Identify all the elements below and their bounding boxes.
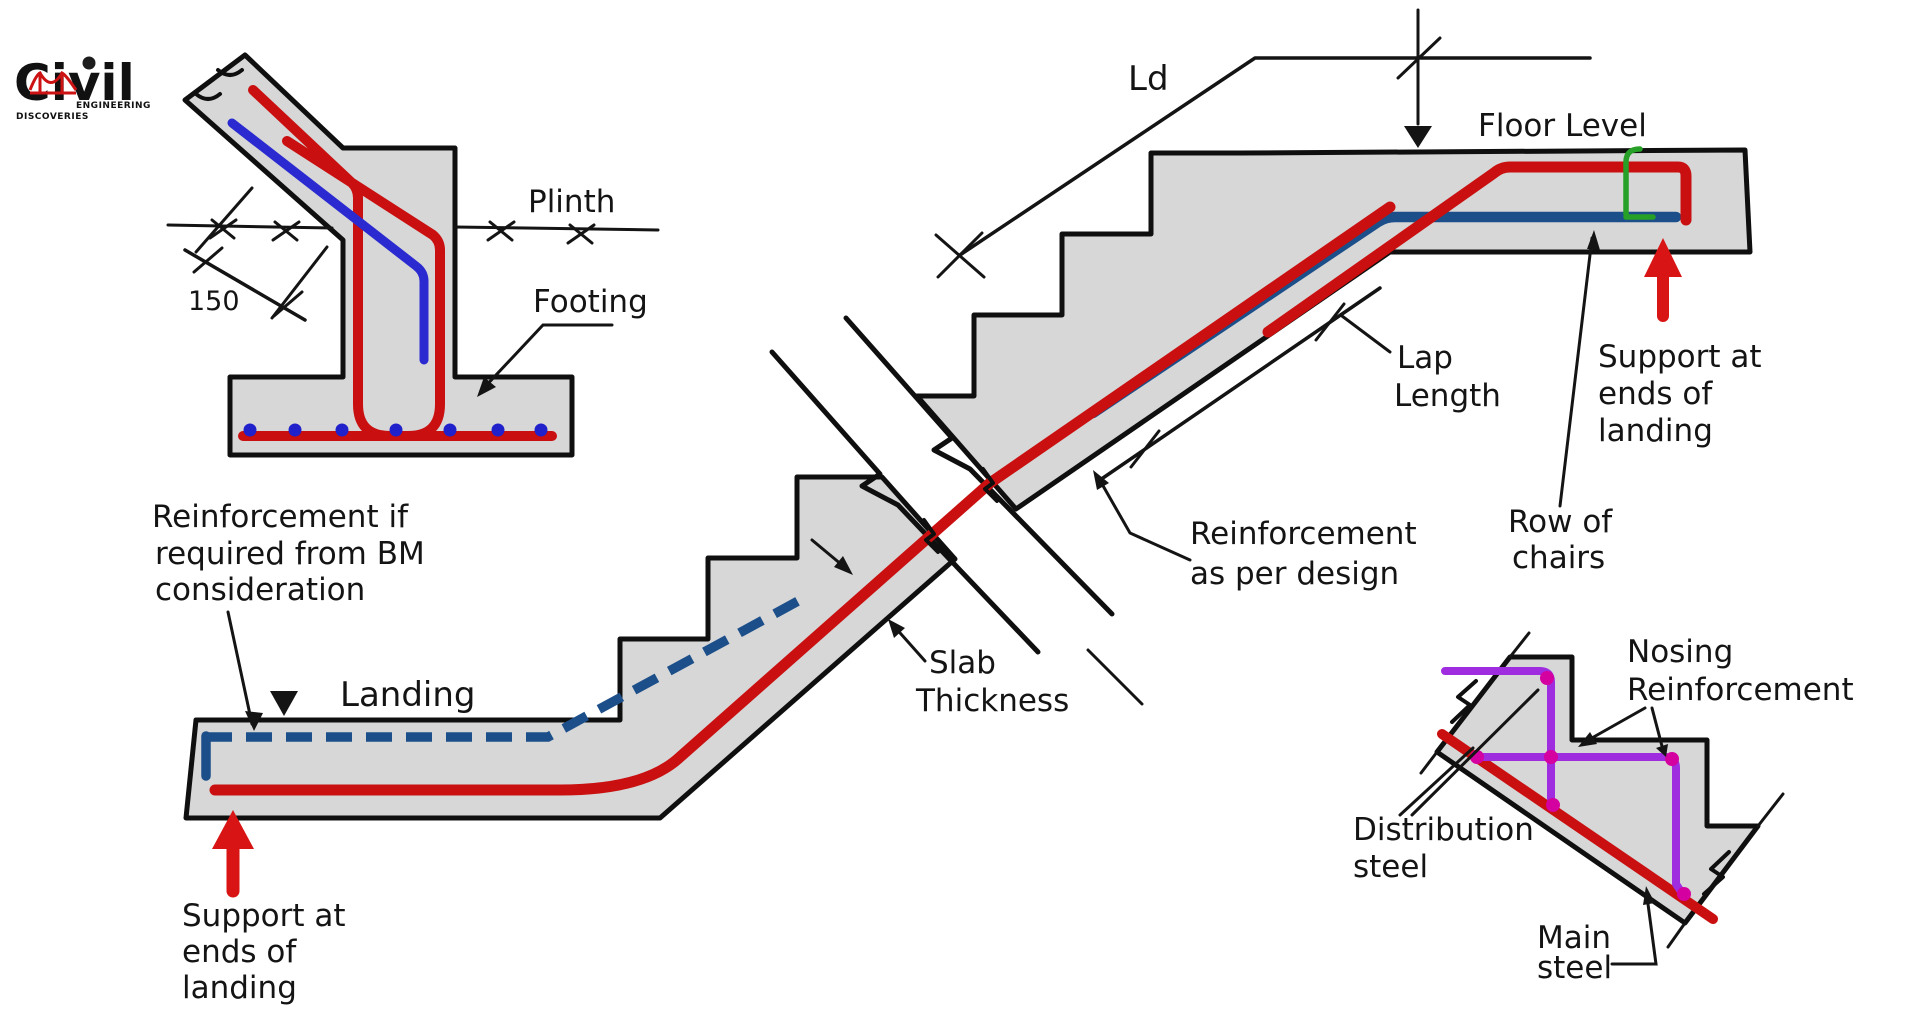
row-of-chairs-label-2: chairs — [1512, 540, 1605, 576]
main-steel-label-1: Main — [1537, 920, 1611, 956]
support-right-label-2: ends of — [1598, 376, 1713, 412]
plinth-label: Plinth — [528, 184, 615, 220]
slab-thickness-label-1: Slab — [929, 645, 996, 681]
floor-level-label: Floor Level — [1478, 108, 1647, 144]
support-left-label-2: ends of — [182, 934, 297, 970]
slab-thickness-annotation: Slab Thickness — [810, 538, 1069, 719]
lap-label-1: Lap — [1397, 340, 1453, 376]
break-squiggle-icon — [194, 92, 222, 101]
reinforcement-design-annotation: Reinforcement as per design — [1093, 470, 1417, 592]
column-rebar-blue — [227, 118, 429, 365]
break-squiggle-icon — [922, 518, 940, 554]
ground-line-right — [453, 225, 660, 232]
dim-150: 150 — [183, 186, 329, 322]
break-squiggle-icon — [1450, 679, 1478, 724]
break-squiggle-icon — [981, 467, 999, 503]
distribution-steel-label-1: Distribution — [1353, 812, 1534, 848]
slab-thickness-label-2: Thickness — [915, 683, 1069, 719]
nosing-reinforcement-annotation: Nosing Reinforcement — [1578, 634, 1854, 757]
nosing-label-2: Reinforcement — [1627, 672, 1854, 708]
reinforcement-bm-annotation: Reinforcement if required from BM consid… — [152, 499, 425, 731]
row-of-chairs-annotation: Row of chairs — [1508, 230, 1613, 576]
bridge-icon — [28, 71, 78, 95]
footing-label: Footing — [533, 284, 648, 320]
arrowhead-icon — [1643, 886, 1655, 905]
logo-discoveries: DISCOVERIES — [16, 112, 89, 122]
arrowhead-icon — [1578, 732, 1597, 747]
support-arrowhead-right-icon — [1644, 238, 1682, 277]
annotation-line — [1086, 648, 1144, 706]
distribution-steel-annotation: Distribution steel — [1353, 688, 1540, 885]
reinforcement-bm-label-3: consideration — [155, 572, 365, 608]
landing-label: Landing — [340, 675, 476, 715]
dim-150-label: 150 — [188, 286, 240, 317]
main-rebar-red-upper — [1262, 161, 1692, 338]
distribution-steel-label-2: steel — [1353, 849, 1428, 885]
row-of-chairs-label-1: Row of — [1508, 504, 1613, 540]
support-left-annotation: Support at ends of landing — [182, 810, 346, 1006]
break-line-left — [769, 349, 1041, 655]
support-right-label-3: landing — [1598, 413, 1713, 449]
footing-leader — [479, 323, 614, 393]
footing-detail: 150 Plinth Footing — [166, 52, 660, 458]
main-steel-label-2: steel — [1537, 950, 1612, 986]
landing-top-bar-blue-dashed — [206, 595, 803, 742]
level-mark-icon — [270, 691, 298, 716]
cut-line-extensions — [1419, 631, 1785, 949]
footing-distribution-dots — [243, 423, 548, 437]
arrowhead-icon — [1587, 230, 1600, 250]
support-arrowhead-left-icon — [212, 810, 254, 849]
dim-ld: Ld — [934, 8, 1592, 279]
break-squiggle-icon — [216, 68, 244, 77]
nosing-label-1: Nosing — [1627, 634, 1733, 670]
support-left-label-1: Support at — [182, 898, 346, 934]
level-mark-icon — [1404, 126, 1432, 148]
reinforcement-bm-label-2: required from BM — [155, 536, 425, 572]
logo: Civil ENGINEERING DISCOVERIES — [14, 54, 151, 122]
arrowhead-icon — [1656, 744, 1668, 757]
break-line-right — [843, 315, 1115, 617]
arrowhead-icon — [888, 619, 905, 638]
ground-line-left — [166, 223, 334, 230]
arrowhead-icon — [1093, 470, 1109, 490]
staircase-section: Landing Floor Level Ld Lap Length Reinfo… — [152, 8, 1762, 1006]
logo-engineering: ENGINEERING — [76, 101, 151, 111]
ld-label: Ld — [1128, 59, 1169, 99]
lap-label-2: Length — [1394, 378, 1501, 414]
support-right-annotation: Support at ends of landing — [1598, 238, 1762, 449]
support-right-label-1: Support at — [1598, 339, 1762, 375]
footing-concrete — [182, 52, 575, 458]
main-steel-annotation: Main steel — [1537, 886, 1658, 986]
break-squiggle-icon — [1702, 850, 1731, 896]
landing-bottom-bar-blue — [1087, 211, 1682, 419]
distribution-steel-dots — [1470, 671, 1691, 901]
arrowhead-icon — [477, 377, 496, 397]
globe-icon — [82, 56, 96, 70]
row-of-chairs-bar-green — [1623, 146, 1656, 220]
nosing-detail: Nosing Reinforcement Distribution steel … — [1353, 631, 1854, 986]
reinforcement-bm-label-1: Reinforcement if — [152, 499, 409, 535]
dim-lap-length: Lap Length — [1098, 286, 1501, 482]
arrowhead-icon — [834, 556, 853, 575]
ground-hatch-marks — [208, 218, 596, 245]
support-left-label-3: landing — [182, 970, 297, 1006]
arrowhead-icon — [245, 711, 263, 731]
reinforcement-design-label-2: as per design — [1190, 556, 1399, 592]
main-rebar-red-lower — [209, 201, 1396, 796]
nosing-main-steel-red — [1437, 729, 1718, 924]
reinforcement-design-label-1: Reinforcement — [1190, 516, 1417, 552]
